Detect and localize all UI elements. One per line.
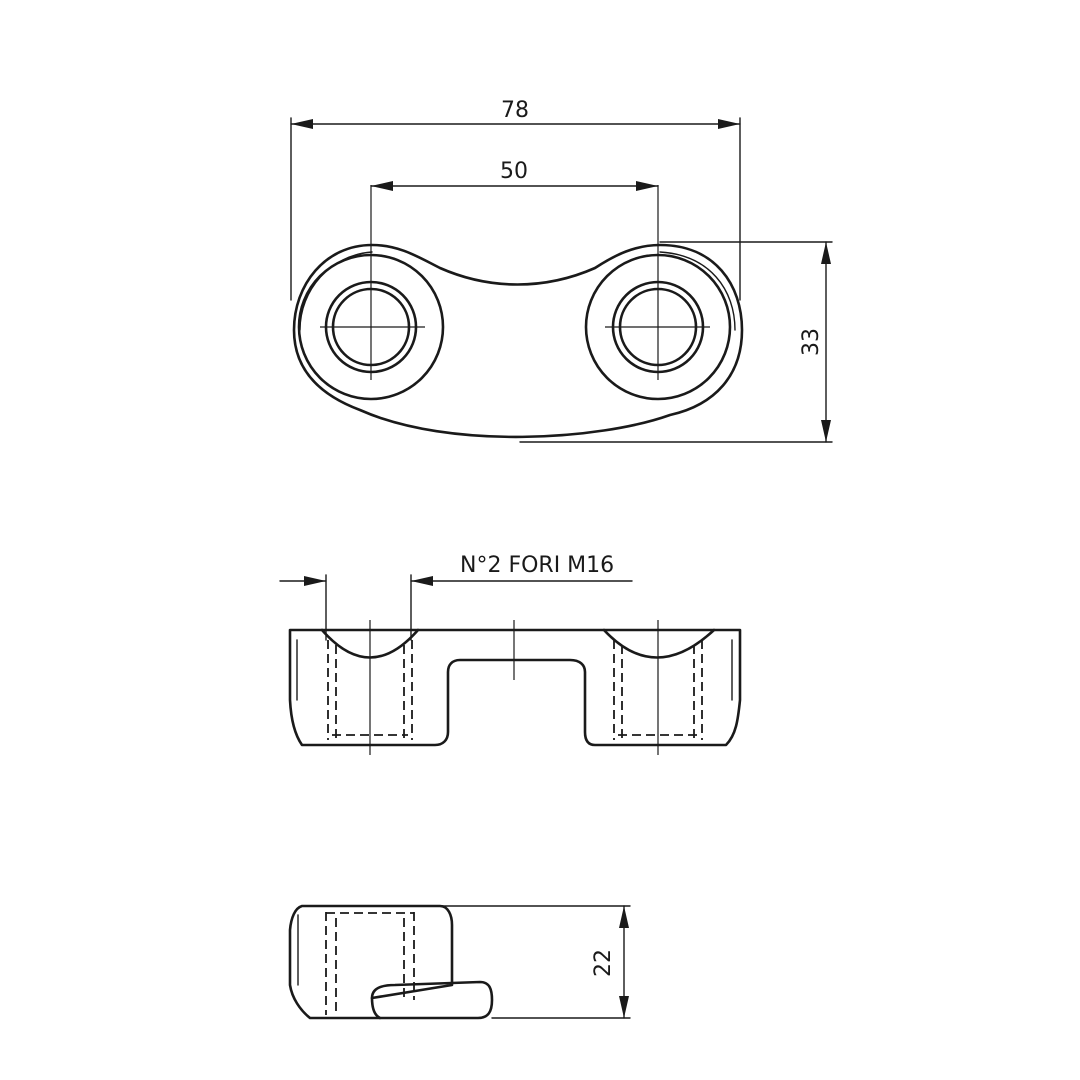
arrow-78-right	[718, 119, 740, 129]
arrow-50-right	[636, 181, 658, 191]
top-view-outline	[292, 243, 744, 439]
hole-arrow-left	[304, 576, 326, 586]
arrow-22-bottom	[619, 996, 629, 1018]
dim-text-22: 22	[591, 949, 616, 977]
side-view: 22	[288, 904, 631, 1020]
side-view-foot	[370, 980, 494, 1020]
top-view-outline-inner-right	[659, 251, 736, 331]
side-view-outline	[288, 904, 454, 1020]
arrow-22-top	[619, 906, 629, 928]
dim-text-78: 78	[501, 98, 529, 123]
arrow-33-bottom	[821, 420, 831, 442]
hole-arrow-right	[411, 576, 433, 586]
front-right-counterbore	[602, 628, 716, 659]
front-view: N°2 FORI M16	[279, 553, 742, 755]
arrow-50-left	[371, 181, 393, 191]
arrow-78-left	[291, 119, 313, 129]
front-view-outline	[288, 628, 742, 747]
dim-text-33: 33	[799, 328, 824, 356]
arrow-33-top	[821, 242, 831, 264]
hole-note-text: N°2 FORI M16	[460, 553, 614, 578]
top-view: 78 50 33	[290, 98, 833, 443]
dim-text-50: 50	[500, 159, 528, 184]
